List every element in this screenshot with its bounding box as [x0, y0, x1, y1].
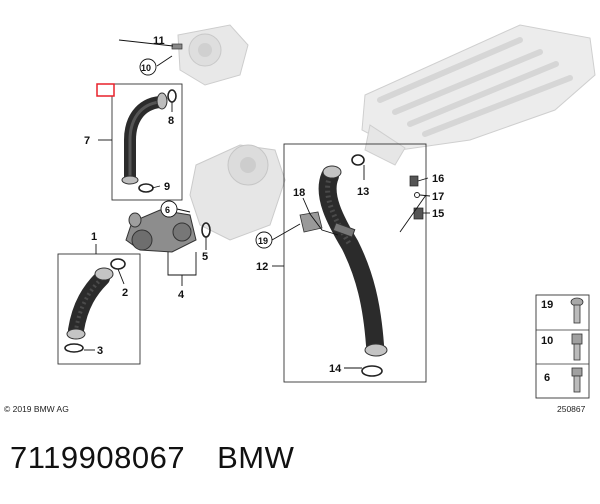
callout-labels: 11 10 7 8 9 6 1 2 3 5 4 18 19 12 13 14 1… — [84, 35, 444, 375]
brand-name: BMW — [217, 440, 295, 475]
highlight-marker — [96, 83, 115, 97]
group-box-1 — [57, 253, 141, 365]
legend-19[interactable]: 19 — [541, 299, 553, 311]
bolt-10-icon — [571, 333, 583, 361]
outlet-housing-4 — [125, 209, 197, 253]
charge-air-hose-12 — [318, 165, 388, 357]
drawing-number: 250867 — [557, 404, 586, 414]
bolt-19-icon — [570, 297, 584, 324]
bolt-6-icon — [571, 367, 583, 393]
upper-turbocharger-illustration — [177, 24, 249, 86]
callout-10[interactable]: 10 — [141, 63, 151, 73]
callout-19[interactable]: 19 — [258, 236, 268, 246]
legend-10[interactable]: 10 — [541, 335, 553, 347]
legend-6[interactable]: 6 — [544, 372, 550, 384]
bracket-18 — [299, 211, 323, 233]
intake-manifold-illustration — [361, 24, 596, 166]
callout-16[interactable]: 16 — [432, 173, 444, 185]
callout-18[interactable]: 18 — [293, 187, 305, 199]
callout-12[interactable]: 12 — [256, 261, 268, 273]
o-ring-3 — [64, 343, 84, 353]
callout-9[interactable]: 9 — [164, 181, 170, 193]
charge-pipe-2 — [66, 267, 114, 340]
callout-2[interactable]: 2 — [122, 287, 128, 299]
footer-caption: 7119908067 BMW — [10, 440, 294, 476]
callout-1[interactable]: 1 — [91, 231, 97, 243]
callout-17[interactable]: 17 — [432, 191, 444, 203]
callout-10-ring — [139, 58, 157, 76]
callout-6[interactable]: 6 — [165, 205, 170, 215]
o-ring-13 — [351, 154, 365, 166]
lower-turbocharger-illustration — [189, 144, 286, 241]
callout-15[interactable]: 15 — [432, 208, 444, 220]
exploded-parts-diagram: 11 10 7 8 9 6 1 2 3 5 4 18 19 12 13 14 1… — [57, 24, 596, 399]
callout-6-ring — [160, 200, 178, 218]
group-box-7 — [111, 83, 183, 201]
fastener-legend: 19 10 6 — [536, 297, 589, 393]
callout-7[interactable]: 7 — [84, 135, 90, 147]
sensor-15 — [413, 207, 424, 220]
part-number: 7119908067 — [10, 440, 186, 475]
callout-8[interactable]: 8 — [168, 115, 174, 127]
screw-11 — [171, 43, 183, 50]
o-ring-9 — [138, 183, 154, 193]
o-ring-2 — [110, 258, 126, 270]
o-ring-14 — [361, 365, 383, 377]
callout-13[interactable]: 13 — [357, 186, 369, 198]
callout-5[interactable]: 5 — [202, 251, 208, 263]
copyright-notice: © 2019 BMW AG — [4, 404, 69, 414]
callout-4[interactable]: 4 — [178, 289, 185, 301]
callout-3[interactable]: 3 — [97, 345, 103, 357]
callout-14[interactable]: 14 — [329, 363, 342, 375]
callout-19-ring — [255, 231, 273, 249]
leader-lines — [84, 39, 431, 369]
seal-17 — [414, 192, 420, 198]
fastener-legend-box — [535, 294, 590, 399]
group-box-12 — [283, 143, 427, 383]
callout-11[interactable]: 11 — [153, 35, 165, 47]
o-ring-8 — [167, 89, 177, 103]
charge-pipe-7 — [121, 92, 168, 185]
sensor-16 — [409, 175, 419, 187]
